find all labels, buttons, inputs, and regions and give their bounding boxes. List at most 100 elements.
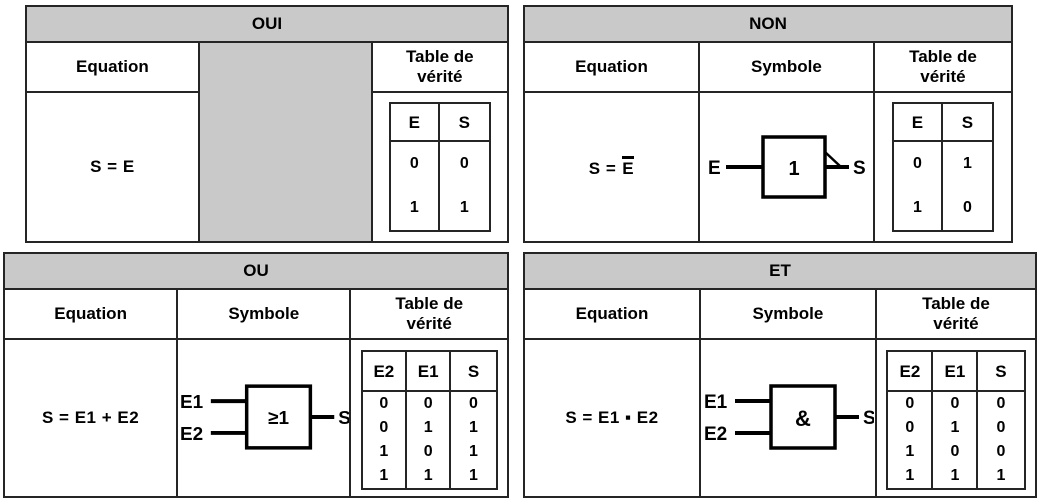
- gate-input1-label: E1: [704, 392, 728, 413]
- truth-col-header: E2: [888, 352, 934, 392]
- truth-value: 1: [469, 443, 478, 460]
- truth-col-header: S: [451, 352, 496, 392]
- panel-ou-title: OU: [5, 254, 507, 290]
- truth-value: 0: [363, 416, 408, 440]
- non-equation-text: S =E: [588, 155, 635, 179]
- truth-value: 0: [996, 419, 1006, 436]
- truth-value: 1: [888, 464, 934, 488]
- truth-value: 0: [888, 392, 934, 416]
- inversion-flag-icon: [824, 151, 843, 168]
- truth-value: 1: [963, 155, 972, 172]
- gate-body: [769, 384, 837, 450]
- truth-value: 1: [933, 464, 979, 488]
- gate-function-label: &: [795, 406, 811, 431]
- non-equation-prefix: S =: [588, 158, 617, 178]
- et-truth-header: Table de vérité: [876, 290, 1035, 340]
- truth-value: 1: [888, 440, 934, 464]
- ou-truth-cell: E2 E1 S 0 0 0 0 1 1 1 0 1 1 1 1: [351, 340, 507, 496]
- truth-value: 1: [996, 467, 1006, 484]
- truth-value: 1: [459, 199, 469, 216]
- truth-value: 1: [363, 464, 408, 488]
- oui-truth-header: Table de vérité: [372, 43, 507, 93]
- truth-value: 1: [933, 416, 979, 440]
- truth-value: 1: [469, 467, 478, 484]
- truth-col-header: E1: [933, 352, 979, 392]
- gate-output-label: S: [338, 408, 349, 429]
- truth-col-header: S: [978, 352, 1024, 392]
- oui-equation-cell: S = E: [27, 93, 200, 241]
- panel-et: ET Equation Symbole Table de vérité S = …: [523, 252, 1037, 498]
- truth-col-header: S: [439, 104, 489, 142]
- panel-oui-title: OUI: [27, 7, 507, 43]
- not-gate-icon: E 1 S: [708, 135, 866, 199]
- oui-symbol-placeholder: [197, 43, 373, 241]
- ou-equation-header: Equation: [5, 290, 179, 340]
- truth-value: 0: [996, 443, 1006, 460]
- truth-value: 0: [469, 395, 478, 412]
- truth-value: 0: [996, 395, 1006, 412]
- truth-col-header: E: [390, 104, 440, 142]
- truth-value: 1: [407, 416, 452, 440]
- truth-col-header: E2: [362, 352, 408, 392]
- et-truth-table: E2 E1 S 0 0 0 0 1 0 1 0 0 1 1 1: [886, 350, 1026, 490]
- gate-function-label: 1: [789, 158, 800, 180]
- panel-oui: OUI Equation Table de vérité S = E E S 0…: [25, 5, 509, 243]
- gate-input-label: E: [708, 158, 721, 179]
- truth-value: 0: [933, 440, 979, 464]
- non-equation-header: Equation: [525, 43, 700, 93]
- panel-non-title: NON: [525, 7, 1011, 43]
- truth-value: 0: [407, 440, 452, 464]
- non-symbol-cell: E 1 S: [700, 93, 875, 241]
- et-truth-cell: E2 E1 S 0 0 0 0 1 0 1 0 0 1 1 1: [877, 340, 1035, 496]
- et-symbol-header: Symbole: [700, 290, 877, 340]
- ou-truth-header: Table de vérité: [351, 290, 507, 340]
- ou-truth-table: E2 E1 S 0 0 0 0 1 1 1 0 1 1 1 1: [360, 350, 498, 490]
- panel-et-title: ET: [525, 254, 1035, 290]
- gate-output-label: S: [863, 408, 874, 429]
- gate-body: [245, 384, 313, 450]
- truth-value: 1: [391, 186, 440, 230]
- gate-input1-label: E1: [180, 392, 203, 413]
- oui-truth-cell: E S 0 0 1 1: [373, 93, 507, 241]
- truth-value: 0: [888, 416, 934, 440]
- panel-ou: OU Equation Symbole Table de vérité S = …: [3, 252, 509, 498]
- and-gate-icon: E1 E2 & S: [704, 384, 874, 450]
- truth-value: 0: [894, 142, 943, 186]
- panel-non: NON Equation Symbole Table de vérité S =…: [523, 5, 1013, 243]
- truth-value: 0: [391, 142, 440, 186]
- non-truth-table: E S 0 1 1 0: [891, 102, 994, 232]
- ou-equation-text: S = E1 + E2: [42, 408, 140, 427]
- ou-symbol-header: Symbole: [178, 290, 352, 340]
- gate-function-label: ≥1: [268, 408, 289, 429]
- gate-input2-label: E2: [180, 424, 203, 445]
- oui-equation-header: Equation: [27, 43, 200, 93]
- truth-value: 0: [407, 392, 452, 416]
- gate-output-label: S: [853, 158, 866, 179]
- truth-value: 1: [469, 419, 478, 436]
- non-symbol-header: Symbole: [699, 43, 875, 93]
- non-equation-cell: S =E: [525, 93, 700, 241]
- truth-value: 0: [459, 155, 469, 172]
- or-gate-icon: E1 E2 ≥1 S: [180, 384, 349, 450]
- ou-symbol-cell: E1 E2 ≥1 S: [178, 340, 352, 496]
- et-equation-header: Equation: [525, 290, 701, 340]
- non-truth-cell: E S 0 1 1 0: [875, 93, 1011, 241]
- et-symbol-cell: E1 E2 & S: [701, 340, 877, 496]
- truth-col-header: E: [893, 104, 943, 142]
- oui-truth-table: E S 0 0 1 1: [388, 102, 491, 232]
- gate-input2-label: E2: [704, 424, 727, 445]
- truth-value: 0: [933, 392, 979, 416]
- oui-equation-text: S = E: [90, 157, 135, 176]
- ou-equation-cell: S = E1 + E2: [5, 340, 179, 496]
- non-equation-overlined-var: E: [622, 155, 635, 177]
- truth-value: 1: [894, 186, 943, 230]
- et-equation-cell: S = E1 ▪ E2: [525, 340, 701, 496]
- et-equation-text: S = E1 ▪ E2: [565, 408, 659, 427]
- non-truth-header: Table de vérité: [874, 43, 1011, 93]
- truth-value: 0: [963, 199, 972, 216]
- truth-value: 1: [407, 464, 452, 488]
- truth-value: 0: [363, 392, 408, 416]
- truth-value: 1: [363, 440, 408, 464]
- truth-col-header: E1: [407, 352, 452, 392]
